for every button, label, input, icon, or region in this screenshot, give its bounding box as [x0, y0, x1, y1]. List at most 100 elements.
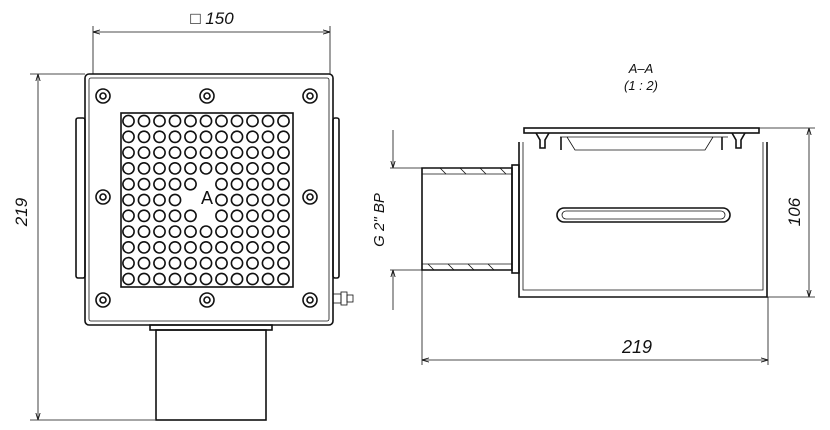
grate-hole — [184, 114, 197, 128]
bolts — [95, 88, 318, 308]
grate-hole — [199, 146, 213, 159]
grate-hole — [261, 256, 275, 270]
grate-hole — [215, 114, 228, 128]
grate-plate — [84, 73, 334, 326]
grate-hole — [230, 161, 244, 175]
grate-hole — [168, 177, 182, 191]
grate-hole — [199, 272, 213, 286]
grate-hole — [122, 146, 135, 159]
grate-hole — [215, 209, 228, 223]
grate-hole — [153, 225, 166, 238]
grate-mark-label: A — [201, 188, 213, 208]
grate-hole — [230, 225, 244, 238]
grate-hole — [153, 114, 166, 128]
width-dimension-label: □ 150 — [190, 9, 234, 28]
grate-hole — [168, 114, 182, 128]
grate-hole — [215, 177, 228, 191]
grate-hole — [137, 240, 151, 254]
grate-hole — [246, 256, 259, 270]
grate-hole — [277, 256, 290, 270]
grate-hole — [199, 256, 213, 270]
height-dimension-label: 219 — [12, 197, 31, 227]
grate-hole — [215, 130, 228, 144]
thread-dimension-label: G 2" BP — [371, 193, 388, 247]
grate-hole — [246, 240, 259, 254]
grate-hole — [261, 161, 275, 175]
grate-hole — [153, 272, 166, 286]
grate-hole — [230, 209, 244, 223]
grate-hole — [277, 161, 290, 175]
grate-hole — [184, 177, 197, 191]
grate-hole — [137, 225, 151, 238]
grate-hole — [137, 272, 151, 286]
grate-hole — [153, 130, 166, 144]
grate-hole — [168, 209, 182, 223]
grate-hole — [199, 114, 213, 128]
grate-hole — [168, 161, 182, 175]
grate-hole — [230, 146, 244, 159]
grate-hole — [168, 256, 182, 270]
grate-hole — [277, 209, 290, 223]
grate-hole — [122, 161, 135, 175]
grate-hole — [184, 161, 197, 175]
grate-hole — [168, 130, 182, 144]
grate-hole — [137, 209, 151, 223]
grate-hole — [137, 177, 151, 191]
grate-hole — [246, 193, 259, 207]
section-height-dimension: 106 — [759, 127, 815, 298]
section-grate — [523, 127, 760, 151]
grate-hole — [168, 225, 182, 238]
grate-hole — [153, 193, 166, 207]
grate-hole — [215, 272, 228, 286]
grate-hole — [230, 177, 244, 191]
grate-hole — [137, 130, 151, 144]
grate-hole — [153, 146, 166, 159]
grate-hole — [215, 240, 228, 254]
grate-hole — [137, 114, 151, 128]
grate-hole — [184, 146, 197, 159]
grate-hole — [277, 130, 290, 144]
grate-hole — [261, 209, 275, 223]
grate-hole — [215, 225, 228, 238]
grate-hole — [215, 193, 228, 207]
grate-hole — [230, 256, 244, 270]
bolt-icon — [199, 88, 215, 104]
grate-hole — [246, 225, 259, 238]
grate-hole — [261, 114, 275, 128]
grate-hole — [261, 193, 275, 207]
grate-hole — [184, 256, 197, 270]
grate-hole — [215, 161, 228, 175]
grate-hole — [230, 114, 244, 128]
grate-hole — [246, 146, 259, 159]
grate-hole — [199, 240, 213, 254]
bolt-icon — [95, 292, 111, 308]
bolt-icon — [302, 88, 318, 104]
bolt-icon — [199, 292, 215, 308]
grate-hole — [215, 146, 228, 159]
grate-hole — [199, 130, 213, 144]
grate-hole — [246, 272, 259, 286]
grate-hole — [184, 225, 197, 238]
width-dimension: □ 150 — [92, 9, 331, 74]
grate-hole — [261, 146, 275, 159]
grate-hole — [122, 209, 135, 223]
grate-hole — [230, 240, 244, 254]
grate-hole — [230, 272, 244, 286]
grate-hole — [246, 114, 259, 128]
grate-hole — [122, 240, 135, 254]
section-slot — [556, 207, 731, 223]
grate-hole — [261, 225, 275, 238]
section-body — [518, 142, 768, 298]
grate-hole — [137, 193, 151, 207]
grate-hole — [184, 209, 197, 223]
grate-hole — [277, 193, 290, 207]
grate-hole — [246, 130, 259, 144]
thread-dimension: G 2" BP — [371, 130, 422, 310]
grate-hole — [277, 225, 290, 238]
grate-perforated-area — [120, 112, 294, 288]
grate-hole — [122, 130, 135, 144]
grate-hole — [122, 177, 135, 191]
section-title: A–A — [628, 61, 654, 76]
grate-hole — [230, 130, 244, 144]
